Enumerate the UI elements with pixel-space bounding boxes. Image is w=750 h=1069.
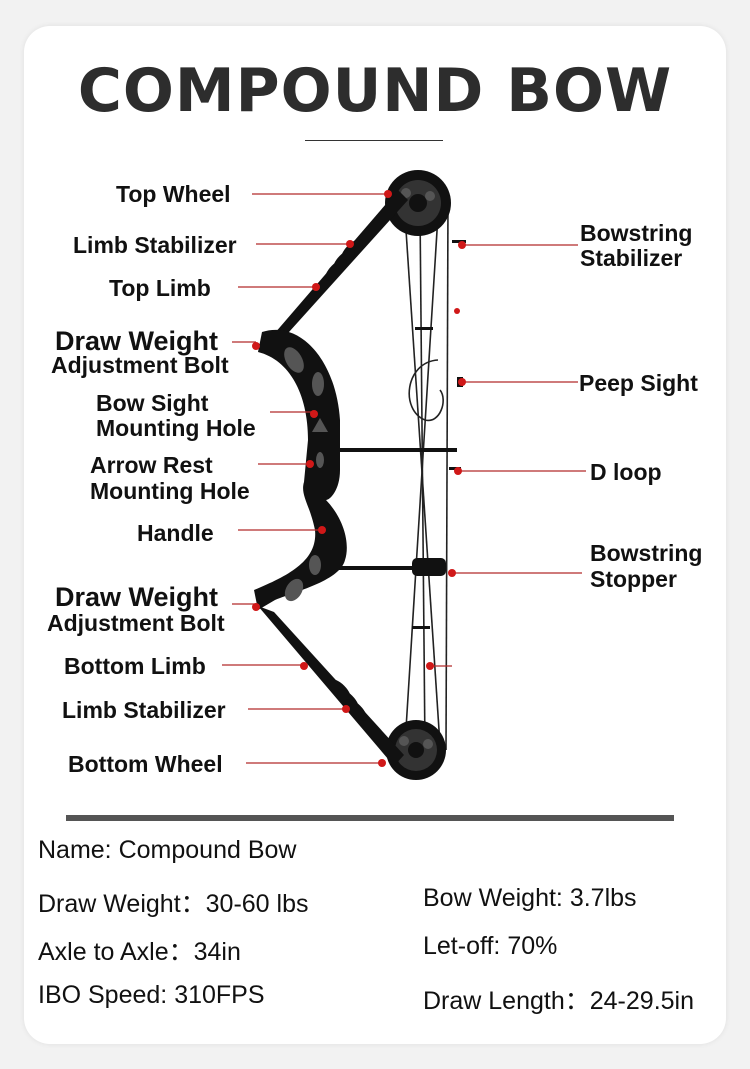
- spec-draw-length: Draw Length：24-29.5in: [423, 987, 694, 1015]
- diagram-area: [30, 148, 724, 798]
- label-draw-weight-top: Draw Weight: [55, 326, 219, 356]
- right-leaders: [430, 244, 586, 667]
- spec-ibo-speed: IBO Speed: 310FPS: [38, 981, 265, 1009]
- label-limb-stabilizer-bottom: Limb Stabilizer: [62, 697, 226, 723]
- label-bowstring-stabilizer: Bowstring: [580, 220, 693, 246]
- label-bowstring-stabilizer-2: Stabilizer: [580, 245, 683, 271]
- label-limb-stabilizer-top: Limb Stabilizer: [73, 232, 237, 258]
- label-top-limb: Top Limb: [109, 275, 211, 301]
- upper-rod: [335, 448, 457, 452]
- label-draw-weight-bottom: Draw Weight: [55, 582, 219, 612]
- main-bowstring: [445, 199, 449, 751]
- spec-draw-weight: Draw Weight：30-60 lbs: [38, 890, 309, 918]
- riser-graphic: [254, 329, 347, 610]
- lower-rod: [335, 566, 435, 570]
- page-title: COMPOUND BOW: [77, 56, 673, 126]
- label-bow-sight-mounting-hole: Mounting Hole: [96, 415, 256, 441]
- label-bottom-limb: Bottom Limb: [64, 653, 206, 679]
- marker-dots: [252, 190, 466, 767]
- label-adjustment-bolt-bottom: Adjustment Bolt: [47, 610, 225, 636]
- label-bow-sight: Bow Sight: [96, 390, 209, 416]
- label-arrow-rest-mounting-hole: Mounting Hole: [90, 478, 250, 504]
- bottom-wheel-graphic: [386, 720, 446, 780]
- label-top-wheel: Top Wheel: [116, 181, 231, 207]
- spec-bow-weight: Bow Weight: 3.7lbs: [423, 884, 637, 912]
- peep-sight: [408, 359, 444, 422]
- spec-divider: [66, 815, 674, 821]
- label-bottom-wheel: Bottom Wheel: [68, 751, 223, 777]
- riser-cutouts: [284, 347, 328, 602]
- cable-2: [404, 214, 439, 746]
- spec-name: Name: Compound Bow: [38, 836, 297, 864]
- left-leaders: [222, 193, 388, 764]
- label-peep-sight: Peep Sight: [579, 370, 698, 396]
- title-divider: [305, 140, 443, 141]
- limb-stabilizer-bottom-graphic: [329, 679, 367, 721]
- limb-stabilizer-top-graphic: [325, 239, 363, 281]
- cable-3: [404, 214, 441, 746]
- label-adjustment-bolt-top: Adjustment Bolt: [51, 352, 229, 378]
- label-d-loop: D loop: [590, 459, 662, 485]
- label-bowstring-stopper: Bowstring: [590, 540, 703, 566]
- label-arrow-rest: Arrow Rest: [90, 452, 213, 478]
- label-bowstring-stopper-2: Stopper: [590, 566, 677, 592]
- string-stopper: [412, 558, 446, 576]
- spec-axle-to-axle: Axle to Axle：34in: [38, 938, 241, 966]
- label-handle: Handle: [137, 520, 214, 546]
- bowstrings: [404, 199, 449, 751]
- spec-let-off: Let-off: 70%: [423, 932, 558, 960]
